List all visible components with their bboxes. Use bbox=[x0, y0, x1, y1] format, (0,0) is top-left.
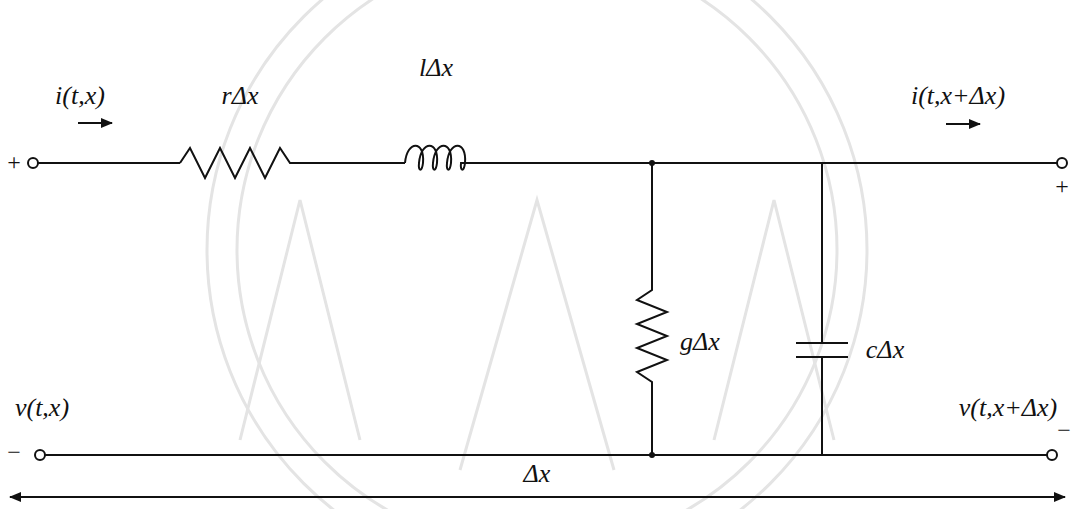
component-label: gΔx bbox=[680, 329, 720, 355]
wire bbox=[465, 162, 1057, 164]
polarity-sign: + bbox=[7, 150, 21, 174]
component-label: cΔx bbox=[866, 337, 904, 363]
current-arrow bbox=[78, 122, 112, 124]
voltage-label: v(t,x) bbox=[15, 395, 69, 421]
polarity-sign: + bbox=[1055, 174, 1069, 198]
current-arrow bbox=[946, 123, 980, 125]
resistor-symbol bbox=[637, 163, 667, 455]
current-label: i(t,x) bbox=[55, 83, 105, 109]
voltage-label: v(t,x+Δx) bbox=[959, 395, 1057, 421]
terminal bbox=[1047, 450, 1057, 460]
wire bbox=[38, 162, 180, 164]
polarity-sign: − bbox=[1057, 418, 1071, 442]
resistor-symbol bbox=[180, 148, 295, 178]
capacitor-symbol bbox=[796, 163, 848, 455]
component-label: lΔx bbox=[419, 55, 453, 81]
dimension-arrow bbox=[10, 496, 1065, 498]
polarity-sign: − bbox=[7, 440, 21, 464]
watermark-seal bbox=[207, 0, 867, 509]
terminal bbox=[28, 158, 38, 168]
current-label: i(t,x+Δx) bbox=[911, 83, 1005, 109]
wire bbox=[45, 454, 1047, 456]
component-label: rΔx bbox=[222, 83, 259, 109]
wire bbox=[295, 162, 405, 164]
terminal bbox=[1057, 158, 1067, 168]
dimension-label: Δx bbox=[524, 461, 551, 487]
terminal bbox=[35, 450, 45, 460]
inductor-symbol bbox=[405, 146, 465, 170]
